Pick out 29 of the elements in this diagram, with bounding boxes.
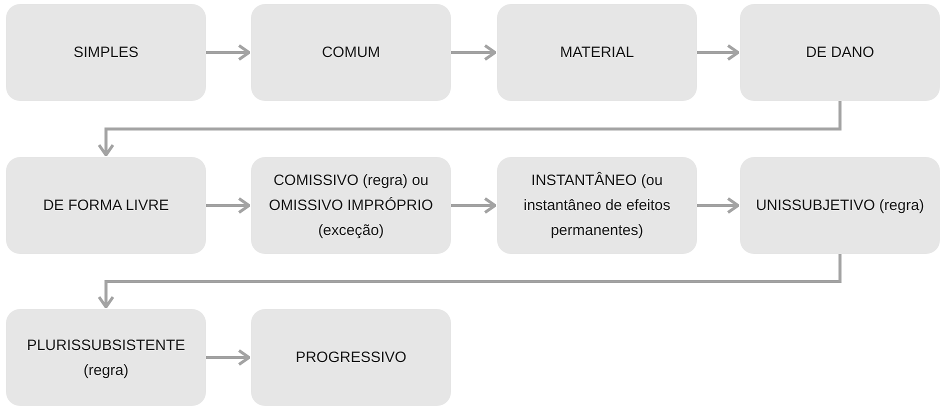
- arrow: [697, 197, 740, 214]
- arrow: [98, 254, 842, 308]
- box-label: COMUM: [322, 43, 380, 63]
- process-box: [251, 157, 451, 254]
- arrow: [206, 197, 250, 214]
- process-box: [6, 309, 206, 406]
- box-label: DE DANO: [806, 43, 874, 63]
- box-label: DE FORMA LIVRE: [43, 196, 169, 216]
- process-box: [740, 4, 940, 101]
- process-box: [251, 4, 451, 101]
- box-label: COMISSIVO (regra) ou OMISSIVO IMPRÓPRIO (exceção): [268, 171, 434, 241]
- arrow: [451, 197, 496, 214]
- arrow: [206, 349, 250, 366]
- process-box: [497, 157, 697, 254]
- arrow: [451, 44, 496, 61]
- process-box: [6, 157, 206, 254]
- arrow: [206, 44, 250, 61]
- box-label: SIMPLES: [73, 43, 139, 63]
- process-box: [740, 157, 940, 254]
- box-label: PLURISSUBSISTENTE (regra): [26, 336, 186, 380]
- process-box: [497, 4, 697, 101]
- box-label: MATERIAL: [560, 43, 634, 63]
- process-box: [251, 309, 451, 406]
- arrow: [697, 44, 740, 61]
- box-label: PROGRESSIVO: [296, 348, 406, 368]
- box-label: UNISSUBJETIVO (regra): [756, 196, 924, 216]
- arrow: [98, 101, 842, 156]
- process-box: [6, 4, 206, 101]
- box-label: INSTANTÂNEO (ou instantâneo de efeitos permanentes): [522, 170, 672, 241]
